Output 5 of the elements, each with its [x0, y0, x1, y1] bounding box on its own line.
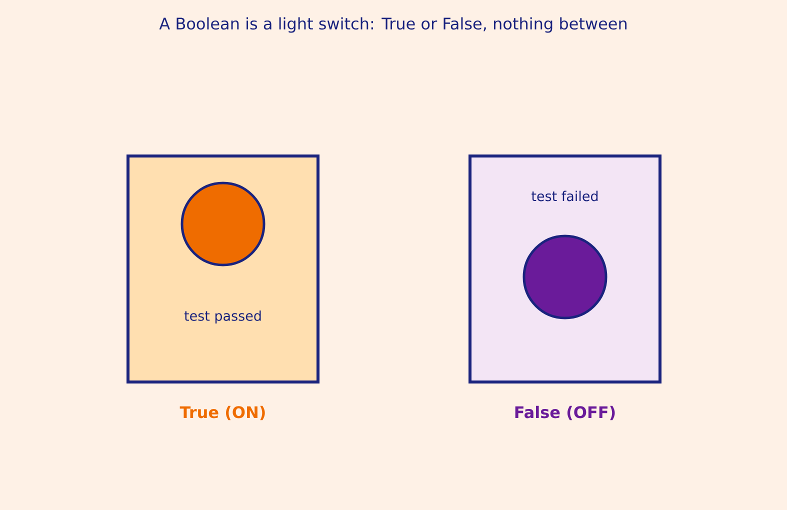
title: A Boolean is a light switch: True or False, nothing between — [159, 17, 627, 33]
state-caption: True (ON) — [180, 406, 265, 420]
state-caption: False (OFF) — [515, 406, 615, 420]
status-text: test failed — [532, 190, 598, 202]
status-text: test passed — [184, 310, 261, 324]
